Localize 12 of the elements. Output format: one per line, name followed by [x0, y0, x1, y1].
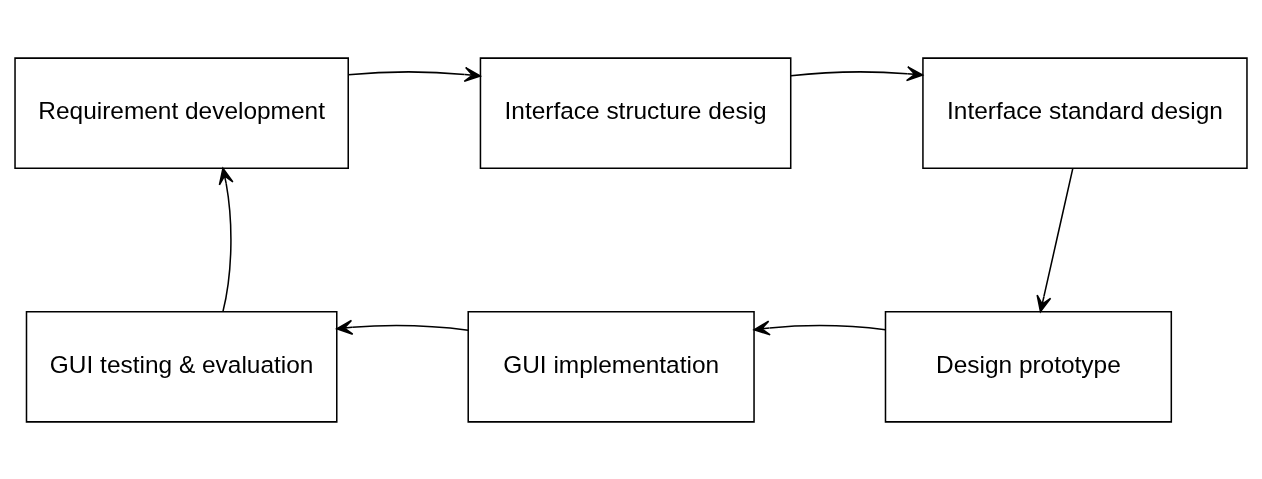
- arrow: [753, 319, 887, 336]
- arrow: [336, 319, 469, 335]
- arrow: [1036, 167, 1074, 312]
- arrow: [347, 66, 481, 82]
- arrow: [790, 65, 924, 81]
- arrow: [218, 167, 234, 312]
- node-box: Requirement development: [14, 56, 349, 169]
- node-box: Interface structure desig: [479, 56, 792, 169]
- node-box: Interface standard design: [922, 56, 1248, 169]
- node-box: GUI implementation: [467, 310, 755, 423]
- node-box: GUI testing & evaluation: [25, 310, 338, 423]
- node-box: Design prototype: [884, 310, 1173, 423]
